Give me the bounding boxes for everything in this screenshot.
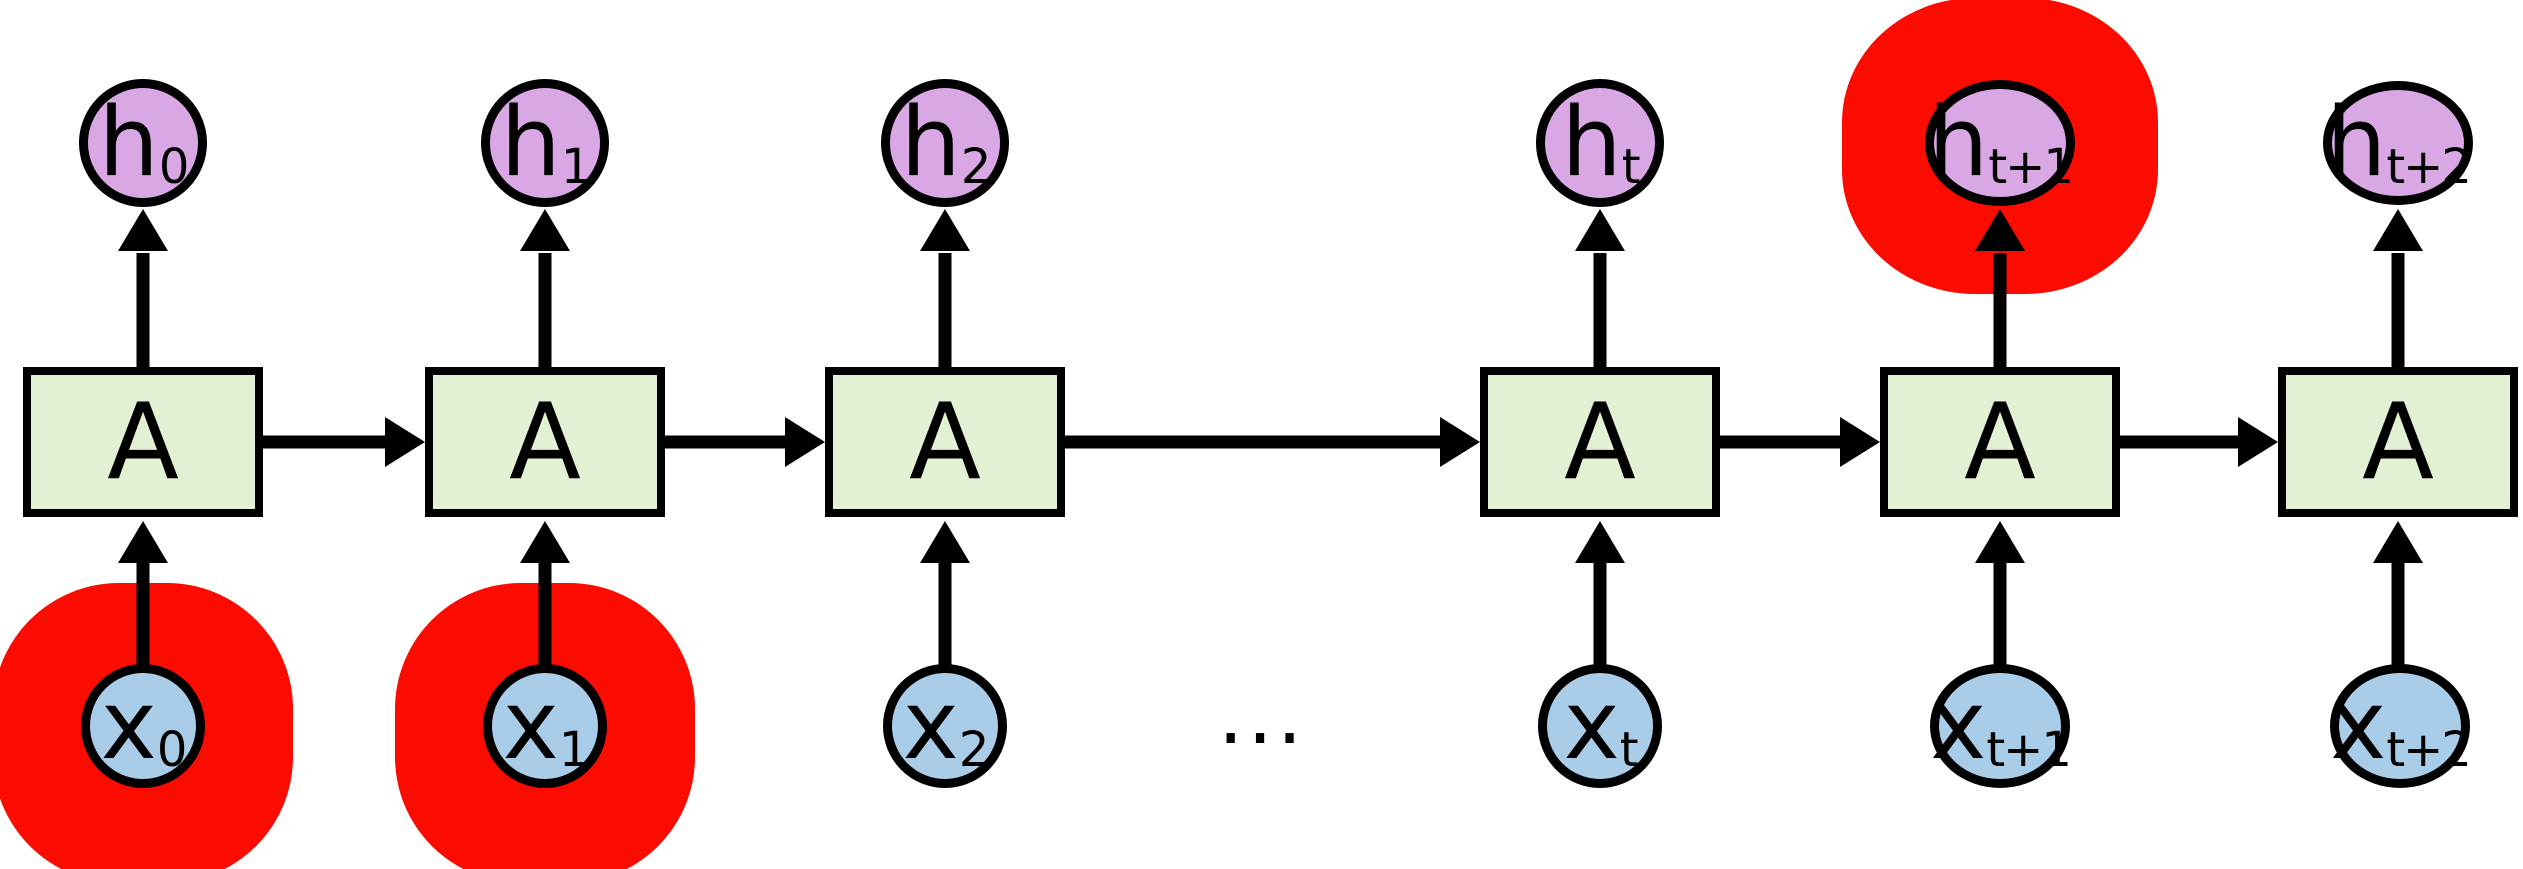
arrow-cell2-to-h2 (920, 209, 970, 367)
cell-label: A (1964, 380, 2036, 503)
arrow-cell3-to-cell4 (1720, 417, 1880, 467)
hidden-subscript: 1 (560, 139, 592, 195)
arrow-cell4-to-ht1 (1975, 209, 2025, 367)
arrow-xt-to-cell3 (1575, 521, 1625, 668)
hidden-label: h (500, 87, 561, 198)
input-label: x (100, 670, 157, 781)
rnn-cell-3: A (1480, 367, 1720, 517)
hidden-label: h (98, 87, 159, 198)
arrow-cell1-to-h1 (520, 209, 570, 367)
arrow-cell5-to-ht2 (2373, 209, 2423, 367)
input-subscript: t (1619, 722, 1639, 778)
rnn-cell-2: A (825, 367, 1065, 517)
arrow-cell3-to-ht (1575, 209, 1625, 367)
hidden-subscript: 0 (158, 139, 190, 195)
arrow-cell0-to-cell1 (263, 417, 425, 467)
input-subscript: 2 (958, 722, 990, 778)
arrow-xt2-to-cell5 (2373, 521, 2423, 668)
input-subscript: t+2 (2386, 722, 2472, 778)
arrow-x1-to-cell1 (520, 521, 570, 668)
rnn-cell-5: A (2278, 367, 2518, 517)
rnn-cell-1: A (425, 367, 665, 517)
hidden-subscript: t (1621, 139, 1641, 195)
cell-label: A (909, 380, 981, 503)
arrow-x0-to-cell0 (118, 521, 168, 668)
arrow-cell4-to-cell5 (2120, 417, 2278, 467)
arrow-x2-to-cell2 (920, 521, 970, 668)
cell-label: A (2362, 380, 2434, 503)
input-label: x (1930, 670, 1987, 781)
input-label: x (502, 670, 559, 781)
input-subscript: t+1 (1986, 722, 2072, 778)
input-subscript: 1 (558, 722, 590, 778)
arrow-cell1-to-cell2 (665, 417, 825, 467)
hidden-label: h (1561, 87, 1622, 198)
hidden-label: h (900, 87, 961, 198)
input-label: x (902, 670, 959, 781)
input-label: x (1563, 670, 1620, 781)
hidden-subscript: 2 (960, 139, 992, 195)
hidden-label: h (2326, 87, 2387, 198)
arrow-cell2-to-cell3 (1065, 417, 1480, 467)
cell-label: A (509, 380, 581, 503)
cell-label: A (1564, 380, 1636, 503)
rnn-cell-4: A (1880, 367, 2120, 517)
input-subscript: 0 (156, 722, 188, 778)
arrow-xt1-to-cell4 (1975, 521, 2025, 668)
cell-label: A (107, 380, 179, 503)
hidden-subscript: t+2 (2386, 139, 2472, 195)
hidden-subscript: t+1 (1988, 139, 2074, 195)
hidden-label: h (1928, 87, 1989, 198)
ellipsis-gap: ... (1218, 669, 1307, 762)
rnn-cell-0: A (23, 367, 263, 517)
arrow-cell0-to-h0 (118, 209, 168, 367)
input-label: x (2330, 670, 2387, 781)
